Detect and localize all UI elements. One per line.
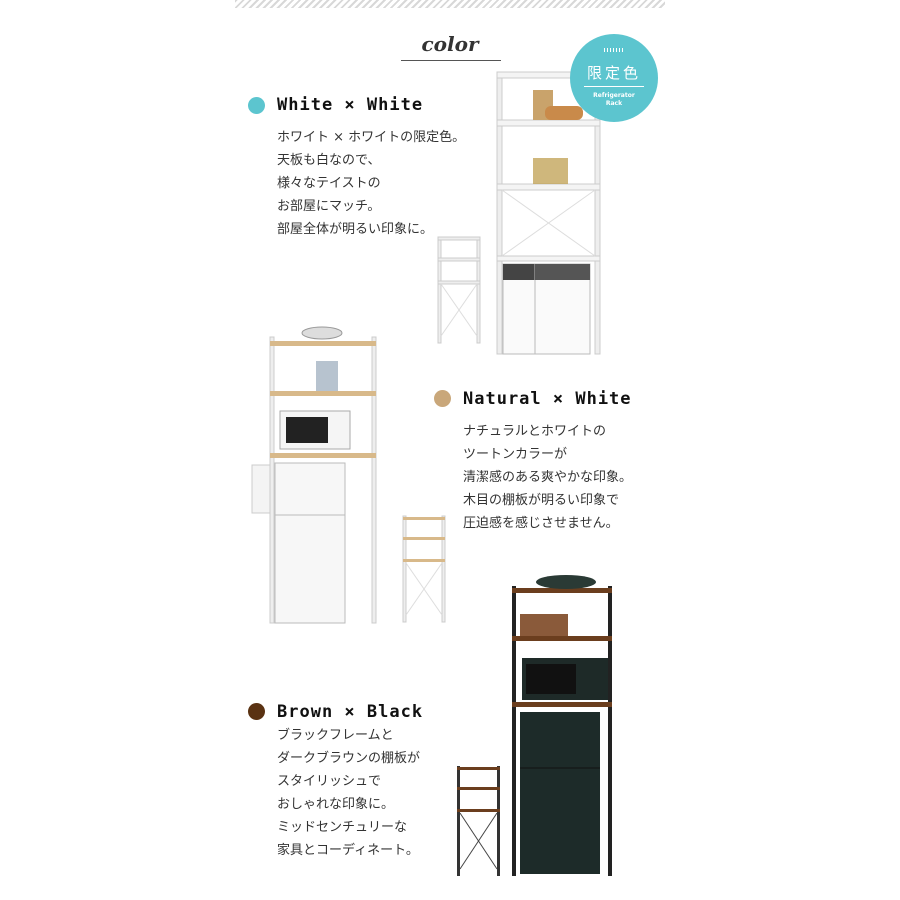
natural-rack-thumbnail [402,515,446,623]
body-line: 部屋全体が明るい印象に。 [277,222,434,237]
body-line: おしゃれな印象に。 [277,797,395,812]
title-underline [401,60,501,61]
body-line: スタイリッシュで [277,774,382,789]
section-title-brown: Brown × Black [277,702,424,722]
brown-rack-image [512,575,612,876]
body-line: ミッドセンチュリーな [277,820,408,835]
badge-divider [584,86,644,87]
badge-sublabel-1: Refrigerator [593,92,635,99]
natural-rack-image [251,326,377,624]
body-line: ブラックフレームと [277,728,394,743]
color-dot-natural [434,390,451,407]
brown-rack-thumbnail [457,766,500,876]
page-title: color [421,32,479,56]
body-line: 圧迫感を感じさせません。 [463,516,619,531]
white-rack-image [496,71,601,355]
body-line: 天板も白なので、 [277,153,381,168]
section-body-brown: ブラックフレームと ダークブラウンの棚板が スタイリッシュで おしゃれな印象に。… [277,724,420,862]
body-line: お部屋にマッチ。 [277,199,381,214]
color-dot-brown [248,703,265,720]
body-line: 家具とコーディネート。 [277,843,419,858]
section-title-natural: Natural × White [463,389,632,409]
body-line: ツートンカラーが [463,447,568,462]
body-line: 清潔感のある爽やかな印象。 [463,470,633,485]
body-line: 木目の棚板が明るい印象で [463,493,620,508]
badge-sublabel-2: Rack [605,100,623,107]
section-body-natural: ナチュラルとホワイトの ツートンカラーが 清潔感のある爽やかな印象。 木目の棚板… [463,420,632,535]
color-dot-white [248,97,265,114]
section-title-white: White × White [277,95,424,115]
white-rack-thumbnail [437,236,481,344]
body-line: ダークブラウンの棚板が [277,751,421,766]
badge-decoration [604,48,624,52]
body-line: ホワイト × ホワイトの限定色。 [277,130,466,145]
badge-label: 限定色 [586,64,641,82]
decorative-stripe [235,0,665,8]
section-body-white: ホワイト × ホワイトの限定色。 天板も白なので、 様々なテイストの お部屋にマ… [277,126,465,241]
body-line: 様々なテイストの [277,176,381,191]
body-line: ナチュラルとホワイトの [463,424,607,439]
